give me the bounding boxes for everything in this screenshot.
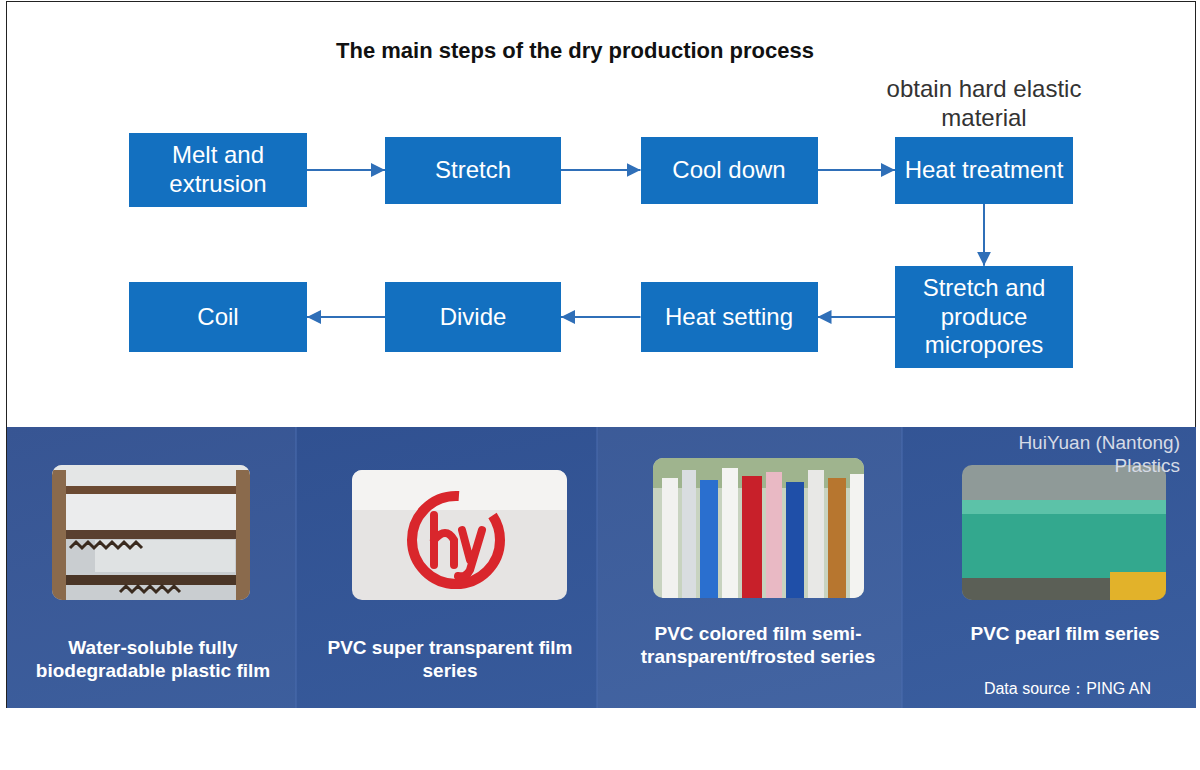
flow-arrow xyxy=(818,316,896,318)
pearl-roll-photo xyxy=(962,465,1166,600)
process-box: Stretch and produce micropores xyxy=(895,266,1073,368)
photo-caption: Water-soluble fully biodegradable plasti… xyxy=(16,637,290,683)
step-label: Coil xyxy=(191,303,244,332)
step-note: obtain hard elastic material xyxy=(869,75,1099,133)
process-box: Melt and extrusion xyxy=(129,133,307,207)
process-box: Cool down xyxy=(641,137,818,204)
flow-arrow xyxy=(818,169,896,171)
flow-arrow xyxy=(307,316,385,318)
step-label: Melt and extrusion xyxy=(129,141,307,199)
photo-caption: PVC colored film semi-transparent/froste… xyxy=(608,623,908,669)
photo-band xyxy=(7,427,1196,708)
step-label: Divide xyxy=(434,303,513,332)
process-box: Heat setting xyxy=(641,282,818,352)
flow-arrow xyxy=(307,169,385,171)
step-label: Stretch xyxy=(429,156,517,185)
outer-frame xyxy=(7,2,1196,708)
source-note: Data source：PING AN xyxy=(950,679,1185,698)
diagram-title: The main steps of the dry production pro… xyxy=(150,38,1000,64)
step-label: Cool down xyxy=(666,156,791,185)
colored-rolls-photo xyxy=(653,458,864,598)
photo-caption: PVC super transparent film series xyxy=(312,637,588,683)
flow-arrow xyxy=(983,204,985,266)
flow-arrow xyxy=(561,169,641,171)
process-box: Coil xyxy=(129,282,307,352)
photo-caption: PVC pearl film series xyxy=(958,623,1172,646)
film-photo xyxy=(352,470,567,600)
flow-arrow xyxy=(561,316,641,318)
process-box: obtain hard elastic materialHeat treatme… xyxy=(895,137,1073,204)
step-label: Heat setting xyxy=(659,303,799,332)
process-box: Divide xyxy=(385,282,561,352)
process-box: Stretch xyxy=(385,137,561,204)
step-label: Heat treatment xyxy=(899,156,1070,185)
brand-label: HuiYuan (Nantong) Plastics xyxy=(955,432,1180,478)
machine-photo xyxy=(52,465,250,600)
step-label: Stretch and produce micropores xyxy=(895,274,1073,360)
